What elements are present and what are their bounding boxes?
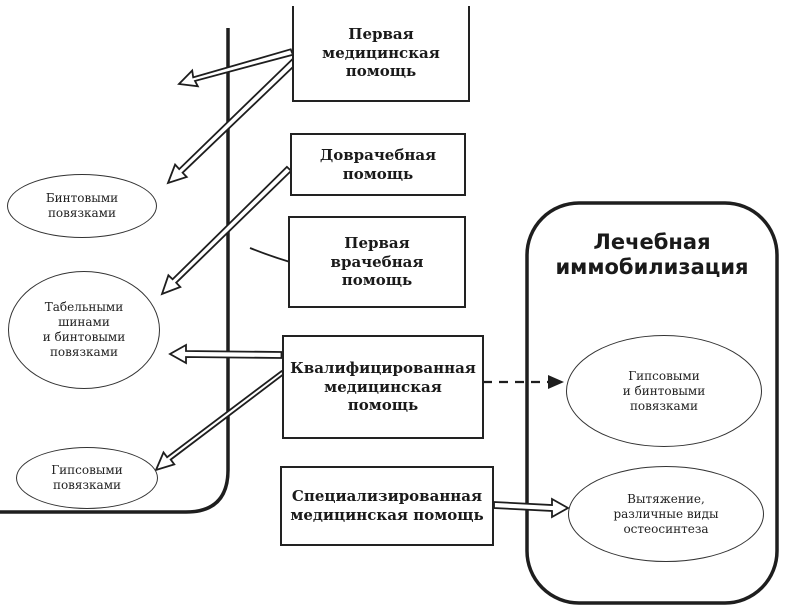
oval-traction: Вытяжение, различные виды остеосинтеза — [568, 466, 764, 562]
box-qualified: Квалифицированная медицинская помощь — [282, 335, 484, 439]
arrow-qualified-plaster — [154, 369, 286, 472]
arrow-qualified-splint — [168, 343, 283, 365]
left-group-frame — [0, 28, 230, 514]
oval-plaster: Гипсовыми повязками — [16, 447, 158, 509]
arrow-specialized-traction — [493, 497, 570, 519]
medical-immobilization-title: Лечебная иммобилизация — [555, 230, 749, 280]
arrow-pre-medical-splint — [160, 165, 293, 296]
oval-plaster-bandage: Гипсовыми и бинтовыми повязками — [566, 335, 762, 447]
box-specialized: Специализированная медицинская помощь — [280, 466, 494, 546]
arrows — [154, 48, 570, 519]
connector-first-medical — [249, 247, 291, 263]
box-pre-medical: Доврачебная помощь — [290, 133, 466, 196]
box-first-medical: Первая врачебная помощь — [288, 216, 466, 308]
oval-bandage: Бинтовыми повязками — [7, 174, 157, 238]
arrow-first-aid-bandage — [166, 58, 298, 185]
arrow-first-aid-left — [177, 48, 295, 88]
right-group-frame — [525, 201, 779, 605]
box-first-aid: Первая медицинская помощь — [292, 6, 470, 102]
oval-splint-bandage: Табельными шинами и бинтовыми повязками — [8, 271, 160, 389]
